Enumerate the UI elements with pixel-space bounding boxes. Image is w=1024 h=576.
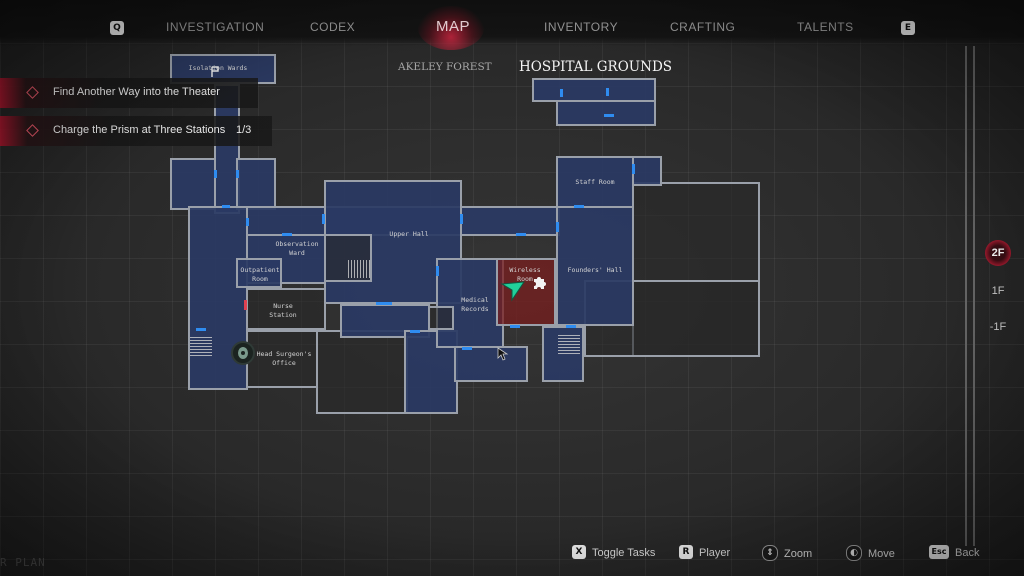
- door: [236, 170, 239, 178]
- hint-back[interactable]: Esc Back: [929, 545, 980, 560]
- room-outpatient[interactable]: [236, 258, 282, 288]
- room-northeast-a[interactable]: [532, 78, 656, 102]
- room-nurse-station[interactable]: [246, 288, 326, 330]
- subtab-akeley-forest[interactable]: AKELEY FOREST: [398, 61, 492, 73]
- task-progress: 1/3: [236, 124, 252, 136]
- label-medical-records: Medical Records: [461, 296, 489, 313]
- puzzle-piece-icon[interactable]: [530, 274, 548, 292]
- label-nurse-station: Nurse Station: [269, 302, 297, 319]
- tab-talents[interactable]: TALENTS: [797, 20, 854, 34]
- label-outpatient-room: Outpatient Room: [240, 266, 280, 283]
- r-key-icon: R: [679, 545, 693, 559]
- next-tab-key[interactable]: E: [901, 21, 915, 35]
- door: [196, 328, 206, 331]
- door: [510, 325, 520, 328]
- label-founders-hall: Founders' Hall: [567, 266, 623, 274]
- door-red: [244, 300, 247, 310]
- hint-move[interactable]: ◐ Move: [846, 545, 895, 562]
- tab-codex[interactable]: CODEX: [310, 20, 356, 34]
- room-upper-hall-east[interactable]: [460, 206, 560, 236]
- room-corridor-dark: [428, 306, 454, 330]
- door: [282, 233, 292, 236]
- prev-tab-key[interactable]: Q: [110, 21, 124, 35]
- label-upper-hall: Upper Hall: [389, 230, 429, 238]
- door: [376, 302, 392, 305]
- floor-1f[interactable]: 1F: [991, 285, 1005, 297]
- mouse-cursor-icon: [497, 347, 509, 361]
- scroll-wheel-icon: ⇕: [762, 545, 778, 561]
- hint-label: Move: [868, 547, 895, 560]
- task-find-theater[interactable]: Find Another Way into the Theater: [0, 78, 258, 108]
- objective-eye-icon[interactable]: [230, 340, 256, 366]
- floor-2f[interactable]: 2F: [985, 240, 1011, 266]
- room-wireless[interactable]: [496, 258, 556, 326]
- subtab-hospital-grounds[interactable]: HOSPITAL GROUNDS: [519, 59, 673, 75]
- task-charge-prism[interactable]: Charge the Prism at Three Stations 1/3: [0, 116, 272, 146]
- room-northwest-a[interactable]: [170, 158, 216, 210]
- hint-zoom[interactable]: ⇕ Zoom: [762, 545, 813, 562]
- room-medical-south[interactable]: [454, 346, 528, 382]
- floor-rail: [965, 46, 975, 546]
- tab-crafting[interactable]: CRAFTING: [670, 20, 736, 34]
- task-label: Charge the Prism at Three Stations: [53, 124, 226, 136]
- door: [460, 214, 463, 224]
- task-diamond-icon: [26, 124, 39, 137]
- door: [574, 205, 584, 208]
- label-staff-room: Staff Room: [575, 178, 615, 186]
- hint-player[interactable]: R Player: [679, 545, 731, 560]
- door: [606, 88, 609, 96]
- player-arrow-icon: [500, 281, 525, 302]
- stairs-west-icon: [190, 336, 212, 356]
- door: [436, 266, 439, 276]
- hint-label: Zoom: [784, 547, 813, 560]
- door: [556, 222, 559, 232]
- door: [632, 164, 635, 174]
- mouse-drag-icon: ◐: [846, 545, 862, 561]
- room-staff-annex[interactable]: [632, 156, 662, 186]
- door: [410, 330, 420, 333]
- plan-watermark: R PLAN: [0, 556, 46, 569]
- tab-investigation[interactable]: INVESTIGATION: [166, 20, 265, 34]
- top-nav: Q INVESTIGATION CODEX MAP INVENTORY CRAF…: [0, 0, 1024, 50]
- flag-marker-icon: [211, 66, 219, 77]
- room-staff-room[interactable]: [556, 156, 634, 208]
- label-head-surgeons-office: Head Surgeon's Office: [256, 350, 312, 367]
- hint-label: Toggle Tasks: [592, 546, 656, 559]
- door: [462, 347, 472, 350]
- tab-inventory[interactable]: INVENTORY: [544, 20, 619, 34]
- door: [246, 218, 249, 226]
- room-head-surgeons-office[interactable]: [246, 330, 318, 388]
- room-founders-hall[interactable]: [556, 206, 634, 326]
- x-key-icon: X: [572, 545, 586, 559]
- stairs-east-icon: [558, 334, 580, 354]
- hint-label: Player: [699, 546, 731, 559]
- tab-map[interactable]: MAP: [436, 18, 471, 35]
- door: [214, 170, 217, 178]
- stairs-center-icon: [348, 260, 370, 278]
- door: [516, 233, 526, 236]
- hint-toggle-tasks[interactable]: X Toggle Tasks: [572, 545, 656, 560]
- door: [322, 214, 325, 224]
- task-label: Find Another Way into the Theater: [53, 86, 220, 98]
- floor-minus-1f[interactable]: -1F: [989, 321, 1007, 333]
- label-observation-ward: Observation Ward: [275, 240, 319, 257]
- active-tab-glow: [418, 6, 484, 50]
- door: [222, 205, 230, 208]
- label-wireless-room: Wireless Room: [509, 266, 541, 283]
- task-diamond-icon: [26, 86, 39, 99]
- room-northeast-b[interactable]: [556, 100, 656, 126]
- door: [566, 325, 576, 328]
- room-southwest-unexplored: [316, 330, 408, 414]
- hint-label: Back: [955, 546, 980, 559]
- room-northwest-b[interactable]: [236, 158, 276, 210]
- esc-key-icon: Esc: [929, 545, 949, 559]
- door: [560, 89, 563, 97]
- door: [604, 114, 614, 117]
